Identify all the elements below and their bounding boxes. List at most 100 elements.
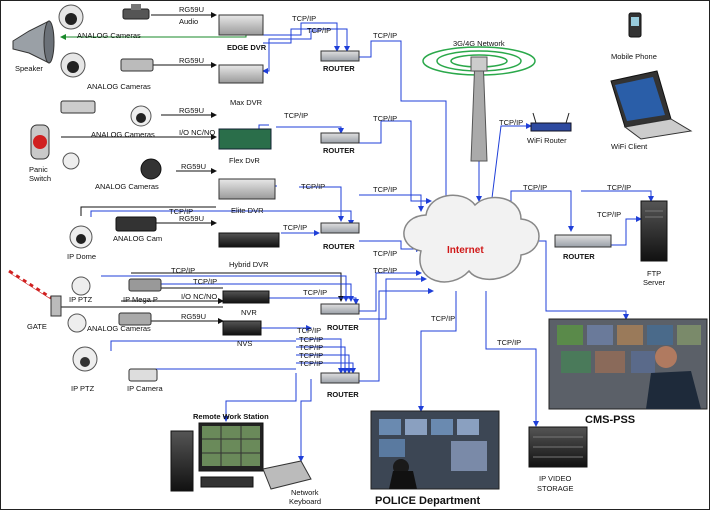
label-tcpip-router5: TCP/IP [373, 266, 397, 275]
label-tcpip-megap: TCP/IP [193, 277, 217, 286]
label-audio: Audio [179, 17, 198, 26]
elite-dvr-label: Elite DVR [231, 206, 264, 215]
router-6: ROUTER [554, 234, 612, 261]
remote-work-station: Remote Work Station Network Keyboard [170, 412, 321, 506]
speaker-icon: Speaker [12, 20, 55, 73]
label-rg59u-5: RG59U [179, 214, 204, 223]
panic-switch-label-2: Switch [29, 174, 51, 183]
ip-camera: IP Camera [127, 368, 164, 393]
edge-dvr-label: EDGE DVR [227, 43, 267, 52]
network-keyboard-label-2: Keyboard [289, 497, 321, 506]
label-tcpip-ftp: TCP/IP [607, 183, 631, 192]
mobile-phone: Mobile Phone [611, 12, 657, 61]
ip-ptz-label-2: IP PTZ [71, 384, 95, 393]
label-rg59u-2: RG59U [179, 56, 204, 65]
router-label-1: ROUTER [323, 64, 355, 73]
panic-switch-label-1: Panic [29, 165, 48, 174]
label-tcpip-elite: TCP/IP [301, 182, 325, 191]
gate-label: GATE [27, 322, 47, 331]
ftp-server: FTP Server [640, 200, 668, 287]
label-tcpip-d: TCP/IP [299, 359, 323, 368]
label-tcpip-hybrid: TCP/IP [283, 223, 307, 232]
cms-pss-label: CMS-PSS [585, 414, 635, 426]
router-1: ROUTER [320, 50, 360, 73]
police-department: POLICE Department [370, 410, 500, 507]
nvs: NVS [222, 320, 262, 348]
network-3g4g-label: 3G/4G Network [453, 39, 505, 48]
edge-dvr: EDGE DVR [218, 14, 267, 52]
label-tcpip-router3: TCP/IP [373, 185, 397, 194]
analog-cameras-6: ANALOG Cameras [67, 312, 152, 333]
hybrid-dvr-label: Hybrid DVR [229, 260, 269, 269]
gate: GATE [8, 269, 62, 331]
ip-video-storage-label-1: IP VIDEO [539, 474, 572, 483]
label-tcpip-wifi: TCP/IP [499, 118, 523, 127]
ip-dome: IP Dome [67, 225, 96, 261]
router-label-2: ROUTER [323, 146, 355, 155]
internet-label: Internet [447, 245, 484, 256]
ip-ptz-2: IP PTZ [71, 346, 98, 393]
speaker-label: Speaker [15, 64, 43, 73]
ip-mega-p-label: IP Mega P [123, 295, 158, 304]
label-tcpip-ftp2: TCP/IP [597, 210, 621, 219]
cms-pss: CMS-PSS [548, 318, 708, 426]
analog-cameras-label-1: ANALOG Cameras [77, 31, 141, 40]
router-label-5: ROUTER [327, 390, 359, 399]
analog-cameras-1: ANALOG Cameras [58, 4, 150, 40]
label-tcpip-edge: TCP/IP [292, 14, 316, 23]
network-keyboard-label-1: Network [291, 488, 319, 497]
label-rg59u-1: RG59U [179, 5, 204, 14]
label-rg59u-3: RG59U [179, 106, 204, 115]
analog-cameras-2: ANALOG Cameras [60, 52, 154, 91]
panic-switch: Panic Switch [29, 124, 51, 183]
analog-cameras-label-4: ANALOG Cameras [95, 182, 159, 191]
label-tcpip-router2: TCP/IP [373, 114, 397, 123]
nvs-label: NVS [237, 339, 252, 348]
label-tcpip-router4: TCP/IP [373, 249, 397, 258]
analog-cameras-4: ANALOG Cameras [62, 152, 162, 191]
ip-video-storage-label-2: STORAGE [537, 484, 574, 493]
tcpip-lines [90, 22, 654, 462]
ftp-server-label-1: FTP [647, 269, 661, 278]
label-tcpip-edge-2: TCP/IP [307, 26, 331, 35]
analog-cameras-label-3: ANALOG Cameras [91, 130, 155, 139]
ip-camera-label: IP Camera [127, 384, 164, 393]
router-label-4: ROUTER [327, 323, 359, 332]
wifi-router: WiFi Router [527, 112, 572, 145]
wifi-router-label: WiFi Router [527, 136, 567, 145]
label-tcpip-ptz: TCP/IP [171, 266, 195, 275]
hybrid-dvr: Hybrid DVR [218, 232, 280, 269]
router-label-3: ROUTER [323, 242, 355, 251]
internet-cloud: Internet [403, 194, 540, 283]
flex-dvr: Flex DvR [218, 128, 272, 165]
label-tcpip-storage: TCP/IP [497, 338, 521, 347]
max-dvr: Max DVR [218, 64, 264, 107]
elite-dvr: Elite DVR [218, 178, 276, 215]
label-tcpip-a: TCP/IP [299, 335, 323, 344]
label-rg59u-4: RG59U [181, 162, 206, 171]
label-tcpip-dome: TCP/IP [169, 207, 193, 216]
label-tcpip-nvs: TCP/IP [297, 326, 321, 335]
label-tcpip-police: TCP/IP [431, 314, 455, 323]
wifi-client: WiFi Client [610, 70, 693, 151]
label-tcpip-nvr: TCP/IP [303, 288, 327, 297]
router-3: ROUTER [320, 222, 360, 251]
label-tcpip-router1: TCP/IP [373, 31, 397, 40]
max-dvr-label: Max DVR [230, 98, 263, 107]
label-tcpip-c: TCP/IP [299, 351, 323, 360]
label-rg59u-6: RG59U [181, 312, 206, 321]
label-tcpip-b: TCP/IP [299, 343, 323, 352]
ip-ptz-1: IP PTZ [69, 276, 93, 304]
analog-cam-5: ANALOG Cam [113, 216, 162, 243]
analog-cam-label-5: ANALOG Cam [113, 234, 162, 243]
wifi-client-label: WiFi Client [611, 142, 648, 151]
ip-dome-label: IP Dome [67, 252, 96, 261]
analog-cameras-3: ANALOG Cameras [60, 100, 155, 139]
router-2: ROUTER [320, 132, 360, 155]
police-label: POLICE Department [375, 495, 480, 507]
label-io-no: I/O NC/NO [179, 128, 215, 137]
label-tcpip-flex: TCP/IP [284, 111, 308, 120]
mobile-phone-label: Mobile Phone [611, 52, 657, 61]
